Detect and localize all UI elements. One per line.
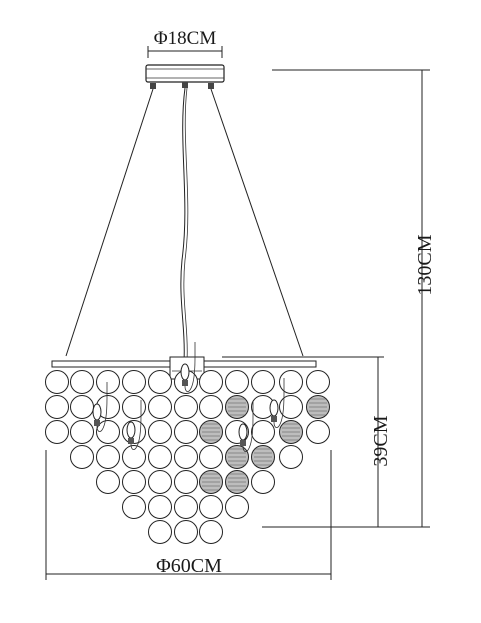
candle-bulb [238, 423, 248, 441]
crystal-disc [174, 520, 198, 544]
total-height-label: 130CM [414, 234, 436, 295]
crystal-disc [45, 395, 69, 419]
crystal-disc [225, 370, 249, 394]
crystal-disc [199, 370, 223, 394]
crystal-disc [199, 395, 223, 419]
bulb-arm [184, 342, 196, 392]
body-height-dimension: 39CM [222, 356, 392, 527]
crystal-disc [306, 420, 330, 444]
ceiling-canopy [145, 64, 225, 89]
crystal-disc [148, 395, 172, 419]
crystal-disc [96, 470, 120, 494]
crystal-disc [45, 420, 69, 444]
crystal-disc [96, 370, 120, 394]
crystal-disc [96, 445, 120, 469]
bulb-arm [242, 402, 254, 452]
crystal-disc [122, 395, 146, 419]
canopy-dimension: Φ18CM [147, 28, 223, 58]
crystal-disc [148, 520, 172, 544]
crystal-disc [279, 395, 303, 419]
crystal-disc [70, 370, 94, 394]
crystal-disc [96, 420, 120, 444]
candle-bulb [269, 399, 279, 417]
crystal-disc [122, 495, 146, 519]
crystal-disc [199, 520, 223, 544]
crystal-disc [251, 420, 275, 444]
crystal-disc [122, 370, 146, 394]
bulb-socket [182, 380, 188, 386]
body-diameter-dimension: Φ60CM [45, 450, 332, 580]
crystal-disc [174, 420, 198, 444]
body-height-label: 39CM [370, 415, 392, 466]
crystal-disc [279, 445, 303, 469]
crystal-disc [70, 445, 94, 469]
crystal-disc [199, 445, 223, 469]
candle-bulb [180, 363, 190, 381]
crystal-disc [306, 370, 330, 394]
crystal-disc [122, 445, 146, 469]
crystal-disc [148, 420, 172, 444]
bulb-arm [96, 382, 108, 432]
bulb-socket [240, 440, 246, 446]
crystal-disc [174, 495, 198, 519]
crystal-disc [225, 495, 249, 519]
candle-bulb [126, 421, 136, 439]
canopy-diameter-label: Φ18CM [154, 28, 217, 49]
crystal-disc [174, 445, 198, 469]
bulb-arm [130, 400, 142, 450]
candle-bulbs [92, 342, 285, 452]
crystal-disc [148, 470, 172, 494]
bulb-socket [94, 420, 100, 426]
crystal-disc [70, 395, 94, 419]
bulb-socket [271, 416, 277, 422]
crystal-disc [251, 370, 275, 394]
crystal-disc [279, 370, 303, 394]
suspension-wires [65, 87, 304, 361]
total-height-dimension: 130CM [262, 69, 436, 528]
body-diameter-label: Φ60CM [156, 555, 222, 577]
crystal-disc [45, 370, 69, 394]
crystal-disc [251, 470, 275, 494]
crystal-disc [148, 495, 172, 519]
crystal-disc [70, 420, 94, 444]
crystal-disc [122, 470, 146, 494]
bulb-socket [128, 438, 134, 444]
crystal-disc [199, 495, 223, 519]
crystal-disc [148, 370, 172, 394]
bulb-arm [273, 378, 285, 428]
crystal-disc [174, 395, 198, 419]
candle-bulb [92, 403, 102, 421]
crystal-disc-cascade [45, 370, 330, 544]
crystal-disc [174, 470, 198, 494]
crystal-disc [148, 445, 172, 469]
